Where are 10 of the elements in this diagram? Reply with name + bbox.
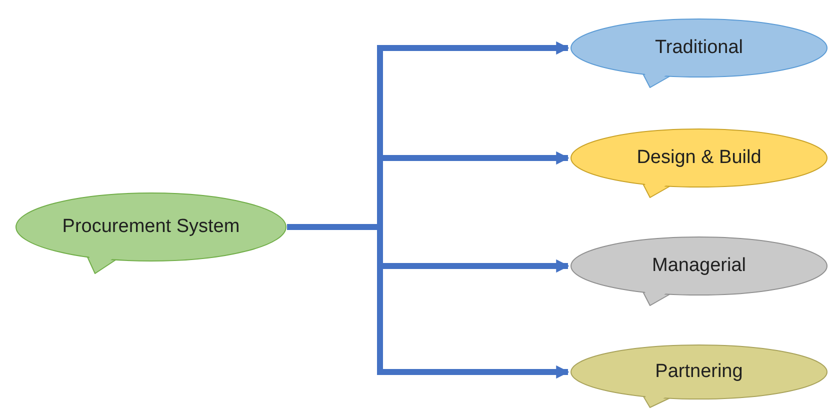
node-label: Procurement System xyxy=(62,214,240,239)
speech-bubble xyxy=(15,192,287,274)
speech-bubble xyxy=(570,344,828,408)
node-label: Design & Build xyxy=(636,146,762,170)
node-label: Traditional xyxy=(654,36,743,60)
node-label: Managerial xyxy=(652,254,746,278)
node-label: Partnering xyxy=(655,360,743,384)
speech-bubble xyxy=(570,236,828,306)
speech-bubble xyxy=(570,128,828,198)
speech-bubble xyxy=(570,18,828,88)
